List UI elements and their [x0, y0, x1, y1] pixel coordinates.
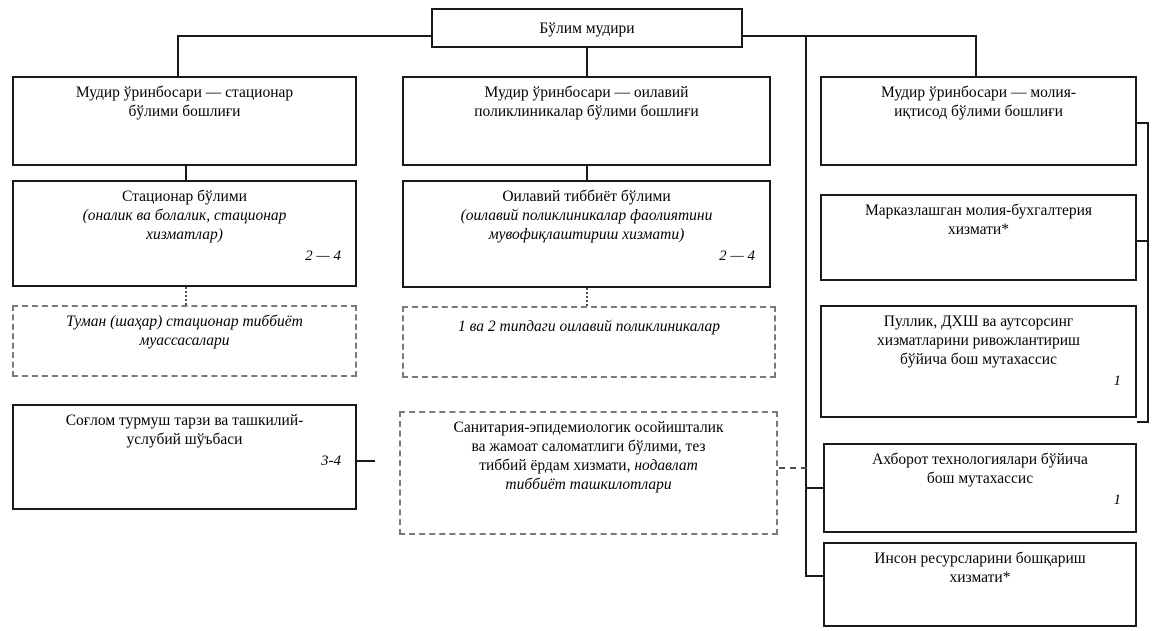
node-axborot-count: 1: [1113, 491, 1122, 508]
node-deputy-moliya-line-1: иқтисод бўлими бошлиғи: [894, 102, 1063, 120]
node-sanitariya-line-1: ва жамоат саломатлиги бўлими, тез: [471, 437, 706, 455]
connector-sanitariya-to-right-dashed: [779, 467, 807, 469]
connector-root-stem: [586, 46, 588, 76]
connector-c1-n2-n3-dashed: [185, 287, 187, 305]
node-oilaviy-tibbiyot-italic-0: (оилавий поликлиникалар фаолиятини: [460, 206, 713, 224]
node-sanitariya-line-2-italic: нодавлат: [634, 456, 698, 474]
node-deputy-moliya[interactable]: Мудир ўринбосари — молия- иқтисод бўлими…: [820, 76, 1137, 166]
node-deputy-stationar-line-0: Мудир ўринбосари — стационар: [75, 84, 294, 101]
node-stationar-bolimi-count: 2 — 4: [305, 247, 341, 264]
node-inson-resurslari[interactable]: Инсон ресурсларини бошқариш хизмати*: [823, 542, 1137, 627]
node-sanitariya-italic-0: тиббиёт ташкилотлари: [505, 475, 672, 493]
node-stationar-bolimi-italic-1: хизматлар): [146, 225, 223, 243]
connector-right-outer-bot: [1137, 421, 1149, 423]
node-deputy-oilaviy[interactable]: Мудир ўринбосари — оилавий поликлиникала…: [402, 76, 771, 166]
connector-branch-right: [975, 35, 977, 76]
node-bolim-mudiri[interactable]: Бўлим мудири: [431, 8, 743, 48]
node-pullik-line-0: Пуллик, ДХШ ва аутсорсинг: [883, 313, 1074, 330]
node-axborot-line-0: Ахборот технологиялари бўйича: [872, 451, 1088, 468]
node-deputy-oilaviy-line-0: Мудир ўринбосари — оилавий: [484, 84, 689, 101]
node-markazlashgan-line-0: Марказлашган молия-бухгалтерия: [864, 202, 1093, 219]
connector-right-spine-to-inson: [805, 575, 825, 577]
node-sanitariya-line-0: Санитария-эпидемиологик осойишталик: [453, 419, 724, 436]
node-deputy-oilaviy-line-1: поликлиникалар бўлими бошлиғи: [474, 102, 699, 120]
node-deputy-stationar[interactable]: Мудир ўринбосари — стационар бўлими бошл…: [12, 76, 357, 166]
node-deputy-stationar-line-1: бўлими бошлиғи: [128, 102, 241, 120]
connector-right-outer-bus: [1147, 122, 1149, 422]
node-soglom-count: 3-4: [321, 452, 341, 469]
connector-right-outer-mid: [1137, 240, 1149, 242]
node-sanitariya-line-2: тиббий ёрдам хизмати, нодавлат: [411, 457, 766, 476]
node-pullik-count: 1: [1113, 372, 1122, 389]
connector-c2-n2-n3-dashed: [586, 288, 588, 306]
node-tuman-stationar-italic-0: Туман (шаҳар) стационар тиббиёт: [66, 313, 303, 330]
connector-right-spine: [805, 35, 807, 576]
node-inson-line-0: Инсон ресурсларини бошқариш: [874, 550, 1086, 567]
node-tipdagi-oilaviy-poliklinikalar[interactable]: 1 ва 2 типдаги оилавий поликлиникалар: [402, 306, 776, 378]
node-soglom-line-1: услубий шўъбаси: [126, 430, 243, 448]
connector-right-spine-to-axborot: [805, 487, 825, 489]
node-sanitariya-line-2-normal: тиббий ёрдам хизмати,: [479, 456, 635, 474]
connector-c1-n1-n2: [185, 166, 187, 180]
connector-c1-soglom-tail: [357, 460, 375, 462]
node-stationar-bolimi-italic-0: (оналик ва болалик, стационар: [82, 206, 287, 224]
node-soglom-line-0: Соғлом турмуш тарзи ва ташкилий-: [65, 412, 304, 429]
node-pullik-line-2: бўйича бош мутахассис: [900, 350, 1057, 368]
node-stationar-bolimi-line-0: Стационар бўлими: [122, 188, 247, 205]
node-markazlashgan-line-1: хизмати*: [948, 220, 1009, 238]
node-sanitariya-epidemiologik[interactable]: Санитария-эпидемиологик осойишталик ва ж…: [399, 411, 778, 535]
node-axborot-texnologiyalari[interactable]: Ахборот технологиялари бўйича бош мутаха…: [823, 443, 1137, 533]
node-oilaviy-tibbiyot-count: 2 — 4: [719, 247, 755, 264]
node-bolim-mudiri-line-0: Бўлим мудири: [539, 19, 635, 37]
node-inson-line-1: хизмати*: [949, 568, 1011, 586]
node-deputy-moliya-line-0: Мудир ўринбосари — молия-: [880, 84, 1076, 101]
node-pullik-dxsh-autsorsing[interactable]: Пуллик, ДХШ ва аутсорсинг хизматларини р…: [820, 305, 1137, 418]
node-pullik-line-1: хизматларини ривожлантириш: [877, 331, 1080, 349]
node-tuman-stationar-muassasalari[interactable]: Туман (шаҳар) стационар тиббиёт муассаса…: [12, 305, 357, 377]
connector-right-outer-top: [1137, 122, 1149, 124]
node-soglom-turmush-shobasi[interactable]: Соғлом турмуш тарзи ва ташкилий- услубий…: [12, 404, 357, 510]
node-axborot-line-1: бош мутахассис: [926, 469, 1034, 487]
node-oilaviy-tibbiyot-line-0: Оилавий тиббиёт бўлими: [502, 188, 671, 205]
connector-c2-n1-n2: [586, 166, 588, 180]
connector-right-spine-top: [805, 35, 977, 37]
node-tipdagi-italic-0: 1 ва 2 типдаги оилавий поликлиникалар: [458, 318, 720, 335]
node-oilaviy-tibbiyot-bolimi[interactable]: Оилавий тиббиёт бўлими (оилавий поликлин…: [402, 180, 771, 288]
node-tuman-stationar-italic-1: муассасалари: [139, 331, 230, 349]
node-oilaviy-tibbiyot-italic-1: мувофиқлаштириш хизмати): [488, 225, 685, 243]
node-markazlashgan-moliya-buxgalteriya[interactable]: Марказлашган молия-бухгалтерия хизмати*: [820, 194, 1137, 281]
connector-branch-left: [177, 35, 179, 76]
node-stationar-bolimi[interactable]: Стационар бўлими (оналик ва болалик, ста…: [12, 180, 357, 287]
